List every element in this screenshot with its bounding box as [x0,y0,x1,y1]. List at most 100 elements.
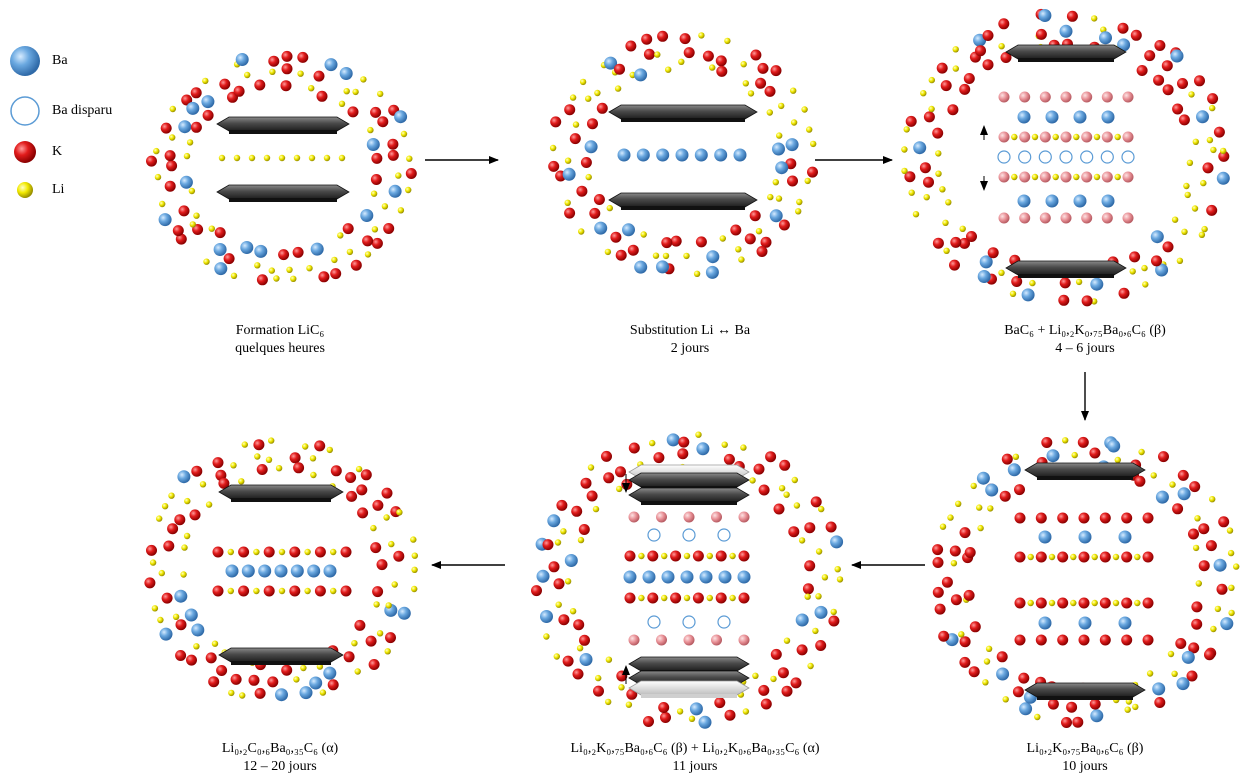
stage-1-li-atom [188,187,196,195]
stage-6-k-atom [146,544,157,556]
stage-2-k-atom [548,160,560,172]
stage-6-li-atom [385,602,392,609]
stage-6-li-atom [293,676,300,683]
stage-2-k-atom [750,49,762,61]
stage-3-li-atom [1091,298,1098,305]
stage-5-k-atom-faded [656,511,667,523]
stage-1-li-atom [233,154,241,162]
legend-ba: Ba [8,44,68,78]
stage-2-li-atom [724,37,731,45]
stage-6-li-atom [410,536,417,543]
stage-1-li-atom [230,272,238,279]
stage-3-ba-missing-atom [1100,150,1114,164]
stage-3-k-atom-faded [1039,131,1051,143]
stage-2-li-atom [693,270,701,277]
stage-1-li-atom [360,76,367,83]
stage-5-ba-atom [666,433,680,447]
stage-2-k-atom [744,233,756,245]
stage-6-li-atom [254,453,261,460]
stage-2-k-atom [749,210,761,222]
stage-4-k-atom [932,544,944,556]
stage-6-li-atom [376,630,384,637]
graphene-layer [216,44,1146,700]
stage-5-ba-atom [623,570,637,584]
stage-2-li-atom [806,126,813,133]
stage-3-ba-atom [1101,194,1115,208]
stage-1-li-atom [323,154,331,162]
stage-1-li-atom [381,203,389,210]
stage-4-k-atom [1047,698,1059,710]
stage-4-k-atom [950,594,962,606]
stage-5-li-atom [555,601,562,608]
stage-5-li-atom [553,653,560,660]
stage-2-k-atom [593,194,605,205]
stage-3-k-atom [1000,52,1012,63]
stage-3-k-atom [1207,93,1219,105]
stage-4-k-atom [1089,447,1101,459]
stage-3-li-atom [998,269,1005,276]
stage-4-ba-atom [1176,677,1190,691]
stage-2-ba-atom [694,148,708,162]
stage-3-k-atom [1178,114,1190,126]
stage-5-li-atom [676,708,684,715]
stage-5-k-atom [548,561,560,573]
stage-6-k-atom [253,439,265,451]
stage-3-k-atom [940,80,952,92]
stage-1-k-atom [383,223,395,234]
stage-6-li-atom [227,587,234,595]
stage-5-k-atom [781,685,793,697]
stage-6-li-atom [172,613,180,620]
stage-1-li-atom [346,248,354,256]
stage-5-li-atom [807,662,814,670]
stage-4-k-atom [996,651,1008,663]
stage-5-k-atom [715,550,727,562]
stage-4-k-atom [1001,453,1013,465]
stage-6-k-atom [372,586,384,598]
stage-5-k-atom [660,712,671,723]
stage-6-k-atom [345,472,357,483]
stage-4-k-atom [1014,551,1026,563]
stage-2-ba-atom [714,148,728,162]
stage-1-li-atom [208,225,215,232]
stage-1-k-atom [164,150,176,162]
stage-1-ba-atom [179,175,193,189]
stage-5-k-atom [578,524,590,535]
stage-4-li-atom [1112,599,1120,607]
stage-3-li-atom [1141,264,1148,272]
stage-3-ba-atom [1073,110,1087,124]
stage-4-k-atom [1089,698,1101,710]
stage-1-ba-atom [158,213,172,227]
stage-3-k-atom [1035,28,1047,40]
stage-3-k-atom-faded [998,171,1010,183]
stage-2-ba-atom [706,250,720,264]
stage-2-li-atom [698,32,705,39]
stage-1-li-atom [338,100,346,108]
stage-3-li-atom [1171,216,1179,223]
stage-3-k-atom [963,73,975,84]
stage-4-ba-atom [1213,558,1227,572]
stage-5-li-atom [605,698,612,706]
stage-4-ba-atom [1046,449,1060,463]
stage-2-ba-atom [769,209,783,223]
stage-5-k-atom [804,522,816,534]
stage-5-li-atom [576,645,584,652]
stage-3-title: BaC₆ + Li₀,₂K₀,₇₅Ba₀,₆C₆ (β) [1004,323,1166,338]
stage-6-ba-atom [225,564,239,578]
stage-3-ba-atom [1101,110,1115,124]
stage-1-k-atom [223,253,235,265]
stage-6-li-atom [411,585,418,593]
stage-6-li-atom [149,559,157,566]
stage-6-k-atom [189,509,201,521]
atoms-layer [144,8,1240,729]
stage-3-k-atom-faded [1039,171,1051,183]
stage-4-li-atom [1210,625,1217,633]
stage-2-graphene-sheet [608,192,758,210]
stage-4-ba-atom [1118,530,1132,544]
stage-5-ba-atom [661,570,675,584]
stage-6-li-atom [211,640,219,647]
stage-5-li-atom [569,608,577,615]
stage-5-li-atom [638,594,645,602]
stage-6-ba-atom [159,627,173,641]
stage-2-ba-atom [775,161,789,175]
stage-5-li-atom [804,593,811,600]
